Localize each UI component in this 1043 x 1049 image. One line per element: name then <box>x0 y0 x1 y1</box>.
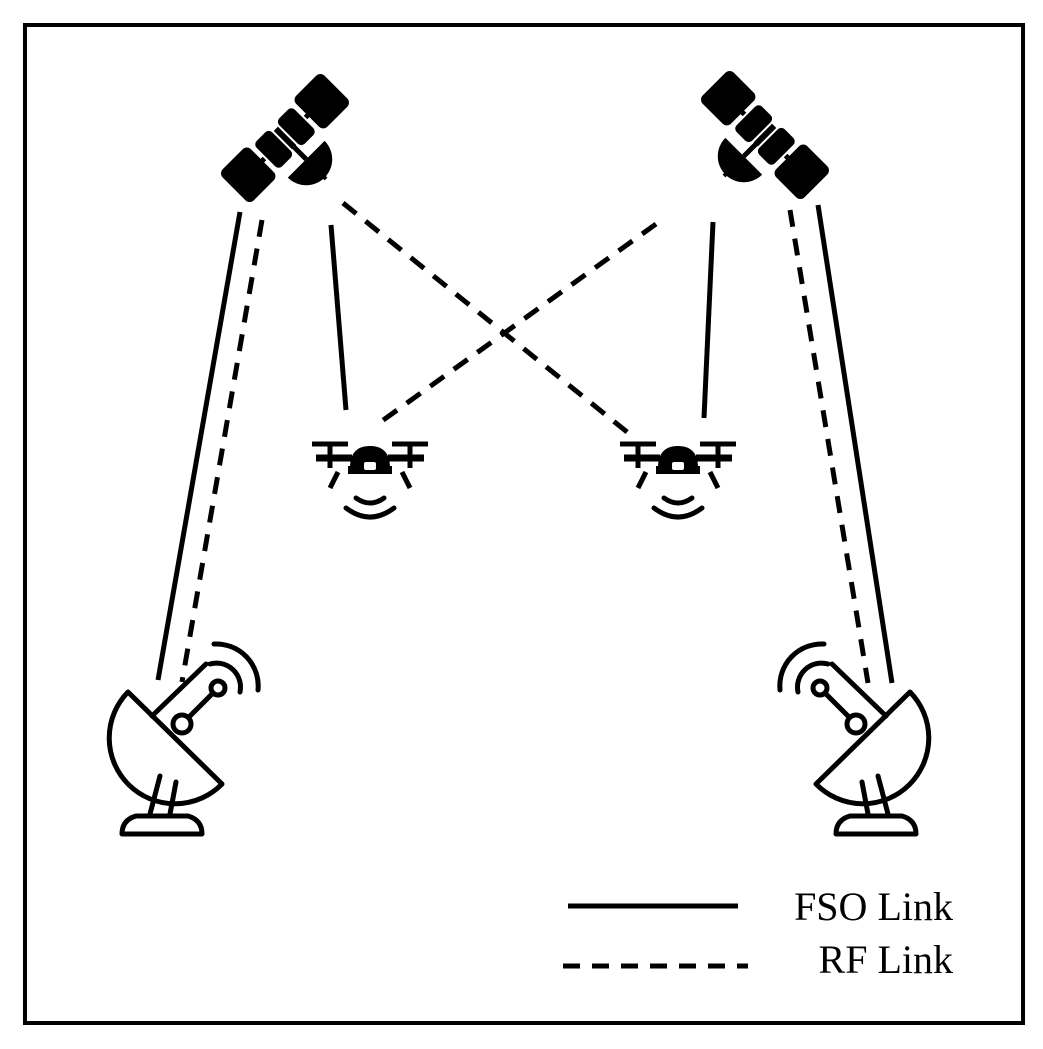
fso-link-sat-right-ground-right <box>815 204 895 684</box>
fso-link-sat-left-drone-left <box>328 224 349 411</box>
fso-link-sat-left-ground-left <box>155 211 243 681</box>
rf-link-sat-left-ground-left <box>179 219 265 683</box>
fso-link-sat-right-drone-right <box>701 221 716 419</box>
rf-link-sat-right-ground-right <box>787 209 871 684</box>
drone-left-icon <box>312 444 428 517</box>
satellite-dish-icon-right <box>780 644 929 834</box>
legend-fso-label: FSO Link <box>794 884 953 929</box>
satellite-right-icon <box>673 69 831 227</box>
legend-rf-label: RF Link <box>819 937 953 982</box>
drone-right-icon <box>620 444 736 517</box>
legend: FSO Link RF Link <box>563 884 953 982</box>
satellite-dish-icon-left <box>109 644 258 834</box>
rf-link-sat-left-drone-right <box>341 201 634 438</box>
satellite-left-icon <box>219 72 377 230</box>
frame-border <box>23 23 1025 1025</box>
rf-link-sat-right-drone-left <box>373 221 658 429</box>
